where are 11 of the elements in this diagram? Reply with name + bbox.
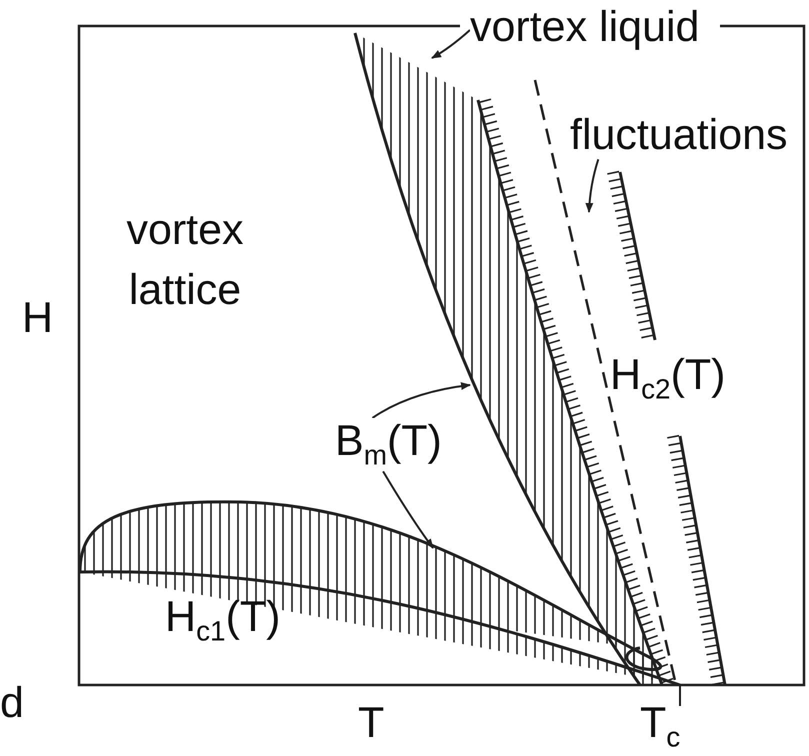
phase-label: vortex lattice	[125, 205, 245, 316]
curve-label: H$_{c2}$(T)	[610, 352, 726, 406]
axis-label: H	[22, 295, 54, 342]
leader-arrow	[585, 159, 600, 213]
leader-arrow	[382, 470, 434, 549]
axis-label: T	[358, 700, 384, 748]
leader-arrow	[431, 29, 471, 59]
panel-letter: d	[0, 680, 24, 728]
curve-label: H$_{c1}$(T)	[165, 594, 280, 648]
leader-arrow	[372, 382, 471, 419]
tick-label: T$_{c}$	[640, 700, 680, 754]
